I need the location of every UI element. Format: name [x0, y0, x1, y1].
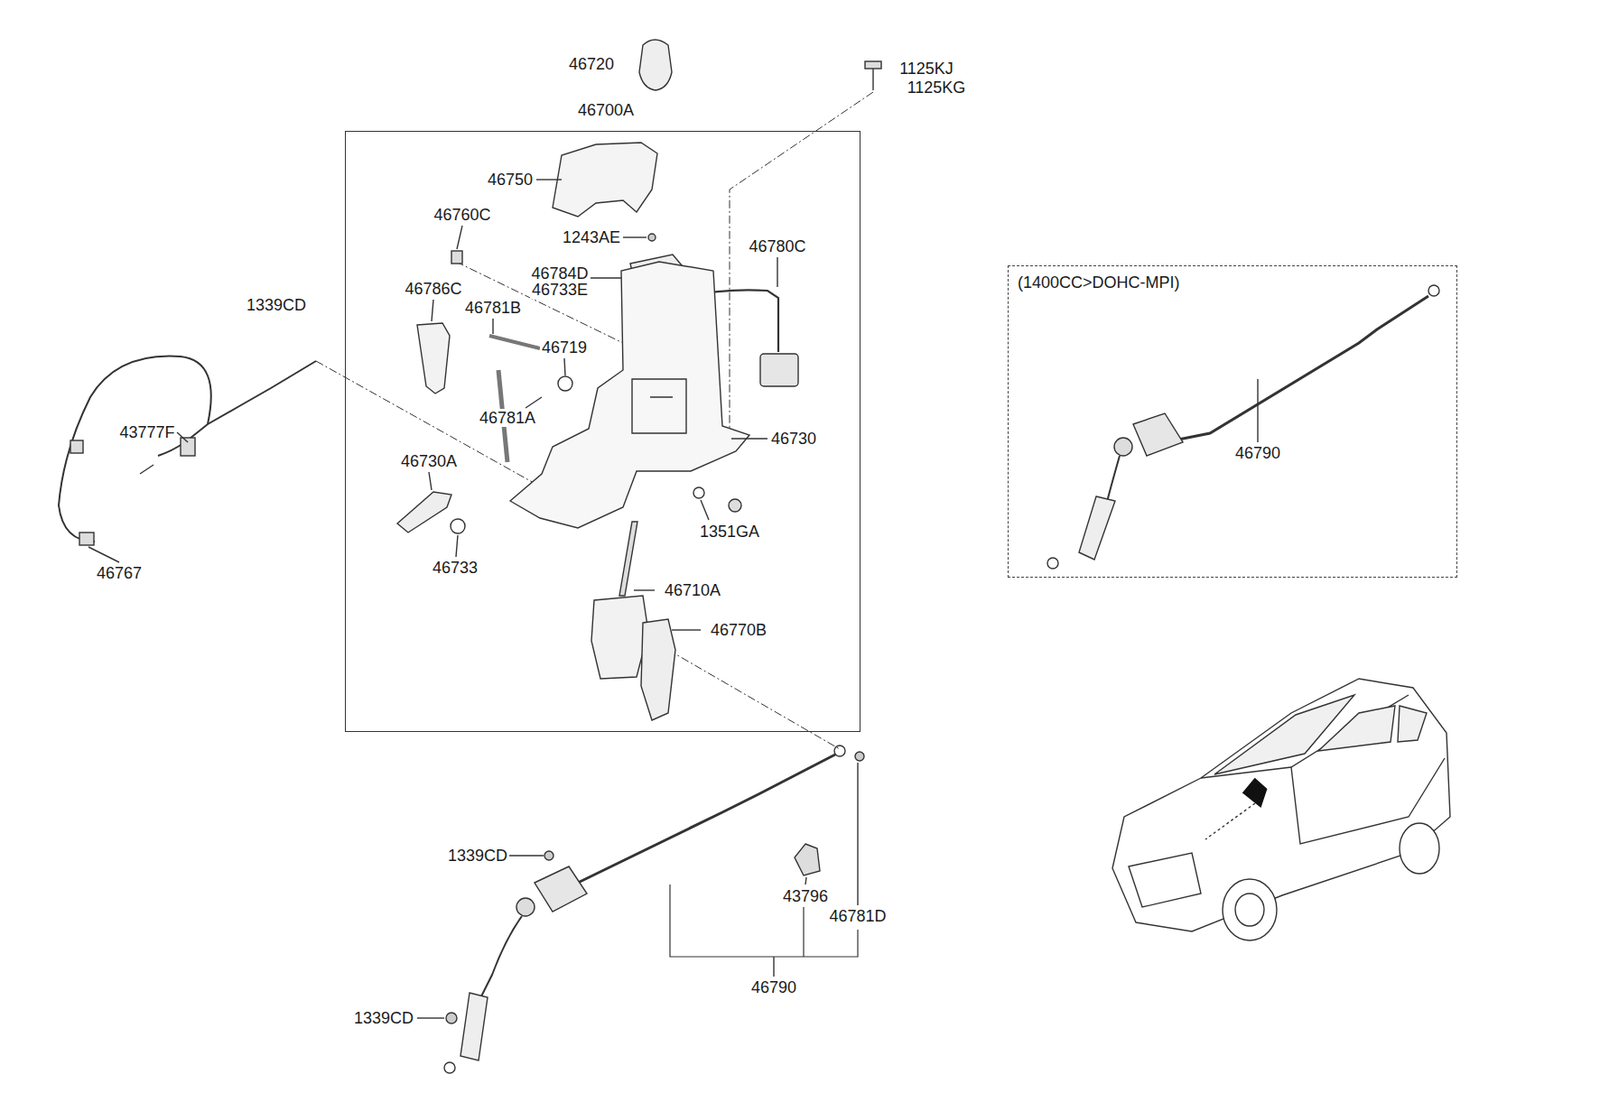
detent-plate [417, 323, 450, 394]
shifter-bracket [510, 261, 750, 529]
callout-number: 1351GA [697, 522, 762, 541]
callout-number: 46720 [567, 55, 616, 74]
callout-number: 46784D [529, 264, 590, 283]
leader-line [623, 236, 647, 238]
shift-cable [444, 745, 865, 1074]
leader-line [772, 957, 774, 977]
variant-boundary: (1400CC>DOHC-MPI) [1007, 265, 1458, 578]
callout-number: 43777F [117, 423, 177, 442]
leader-line [671, 629, 701, 631]
leader-line [492, 318, 494, 335]
callout-number: 46786C [402, 279, 464, 298]
leader-line [428, 472, 432, 491]
leader-line [456, 225, 463, 250]
leader-line [176, 432, 188, 443]
callout-number: 46790 [1233, 444, 1283, 463]
callout-number: 46781A [477, 409, 538, 428]
leader-line [731, 437, 768, 439]
box-heading: (1400CC>DOHC-MPI) [1015, 273, 1182, 292]
leader-line [805, 877, 807, 885]
pin [489, 335, 540, 349]
spring [558, 376, 573, 391]
leader-line [856, 762, 858, 906]
callout-number: 46750 [485, 170, 535, 189]
leader-line [88, 547, 120, 563]
callout-number: 1339CD [352, 1009, 416, 1028]
callout-number: 46780C [746, 237, 808, 256]
lever [397, 492, 452, 533]
nut [728, 499, 742, 512]
shift-knob [639, 39, 672, 91]
leader-line [455, 535, 458, 558]
leader-line [1256, 379, 1258, 443]
callout-number: 46760C [431, 205, 493, 224]
callout-number: 1339CD [244, 296, 308, 315]
clip [451, 251, 463, 264]
leader-line [633, 589, 655, 591]
washer [693, 487, 705, 499]
bracket-detail [632, 379, 687, 434]
callout-number: 46733 [430, 558, 480, 577]
shift-cable [1047, 285, 1440, 569]
callout-number: 1243AE [560, 228, 623, 247]
callout-number: 46790 [749, 978, 799, 997]
cover [552, 142, 658, 217]
grommet [794, 844, 820, 876]
box-heading: 46700A [576, 101, 636, 120]
leader-line [564, 358, 566, 376]
callout-number: 1125KJ [897, 59, 956, 78]
bolt [865, 61, 882, 91]
callout-number: 46781D [827, 907, 888, 926]
callout-number: 1339CD [446, 846, 510, 866]
callout-number: 46770B [708, 621, 769, 640]
gate-plate [641, 619, 676, 721]
callout-number: 46730 [769, 429, 819, 448]
nut [648, 233, 656, 242]
leader-line [536, 178, 562, 180]
leader-line [776, 257, 778, 288]
callout-number: 43796 [781, 887, 830, 906]
connector [760, 353, 799, 387]
callout-number: 46710A [662, 581, 723, 600]
leader-line [508, 855, 544, 856]
callout-number: 46733E [530, 280, 590, 299]
callout-number: 46719 [539, 338, 589, 357]
callout-number: 46767 [94, 564, 144, 583]
shift-lever-body [591, 595, 649, 680]
callout-number: 1125KG [905, 78, 968, 97]
callout-number: 46781B [463, 298, 523, 317]
leader-line [525, 397, 542, 409]
shift-rod [619, 521, 638, 596]
washer [450, 519, 466, 534]
leader-line [700, 500, 709, 521]
interlock-cable [58, 300, 317, 546]
callout-number: 46730A [399, 452, 459, 471]
assembly-lines [316, 92, 874, 750]
leader-line [417, 1017, 445, 1019]
vehicle-locator [1112, 679, 1451, 941]
leader-line [431, 299, 434, 322]
